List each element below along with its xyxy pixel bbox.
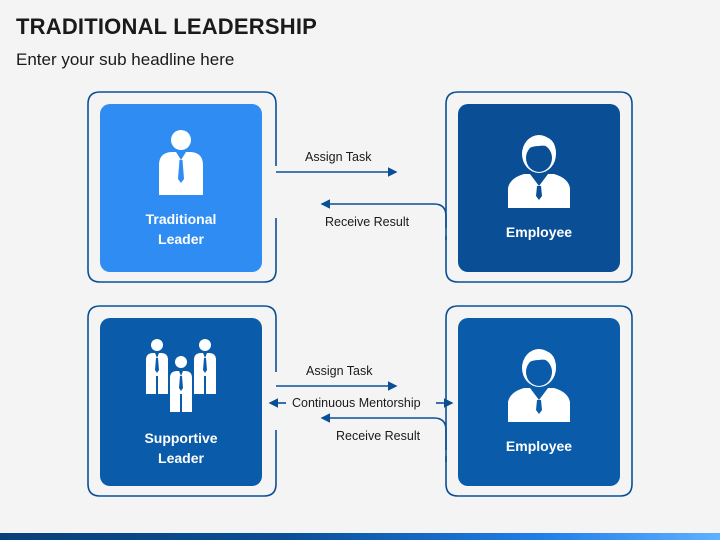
traditional-leader-label-line2: Leader <box>158 231 204 247</box>
supportive-leader-box: Supportive Leader <box>100 318 262 486</box>
supportive-leader-label-line1: Supportive <box>144 430 218 446</box>
traditional-leader-box: Traditional Leader <box>100 104 262 272</box>
team-icon <box>146 339 216 412</box>
supportive-leader-label-line2: Leader <box>158 450 204 466</box>
top-receive-label: Receive Result <box>325 215 410 229</box>
top-right-outline <box>445 91 633 283</box>
bottom-left-outline <box>87 305 277 497</box>
employee-icon <box>508 349 570 422</box>
bottom-receive-arrow <box>320 413 447 462</box>
bottom-employee-box: Employee <box>458 318 620 486</box>
traditional-leader-label-line1: Traditional <box>145 211 217 227</box>
page-title: TRADITIONAL LEADERSHIP <box>16 14 318 39</box>
footer-gradient-bar <box>0 533 720 540</box>
bottom-right-outline <box>445 305 633 497</box>
top-left-outline <box>87 91 277 283</box>
bottom-employee-label: Employee <box>505 438 573 454</box>
page-subtitle: Enter your sub headline here <box>16 50 235 69</box>
top-employee-label: Employee <box>505 224 573 240</box>
bottom-receive-label: Receive Result <box>336 429 421 443</box>
top-employee-box: Employee <box>458 104 620 272</box>
employee-icon <box>508 135 570 208</box>
bottom-assign-label: Assign Task <box>306 364 373 378</box>
mentorship-label: Continuous Mentorship <box>292 396 421 410</box>
top-assign-label: Assign Task <box>305 150 372 164</box>
top-receive-arrow <box>320 199 447 240</box>
businessman-icon <box>159 130 203 195</box>
